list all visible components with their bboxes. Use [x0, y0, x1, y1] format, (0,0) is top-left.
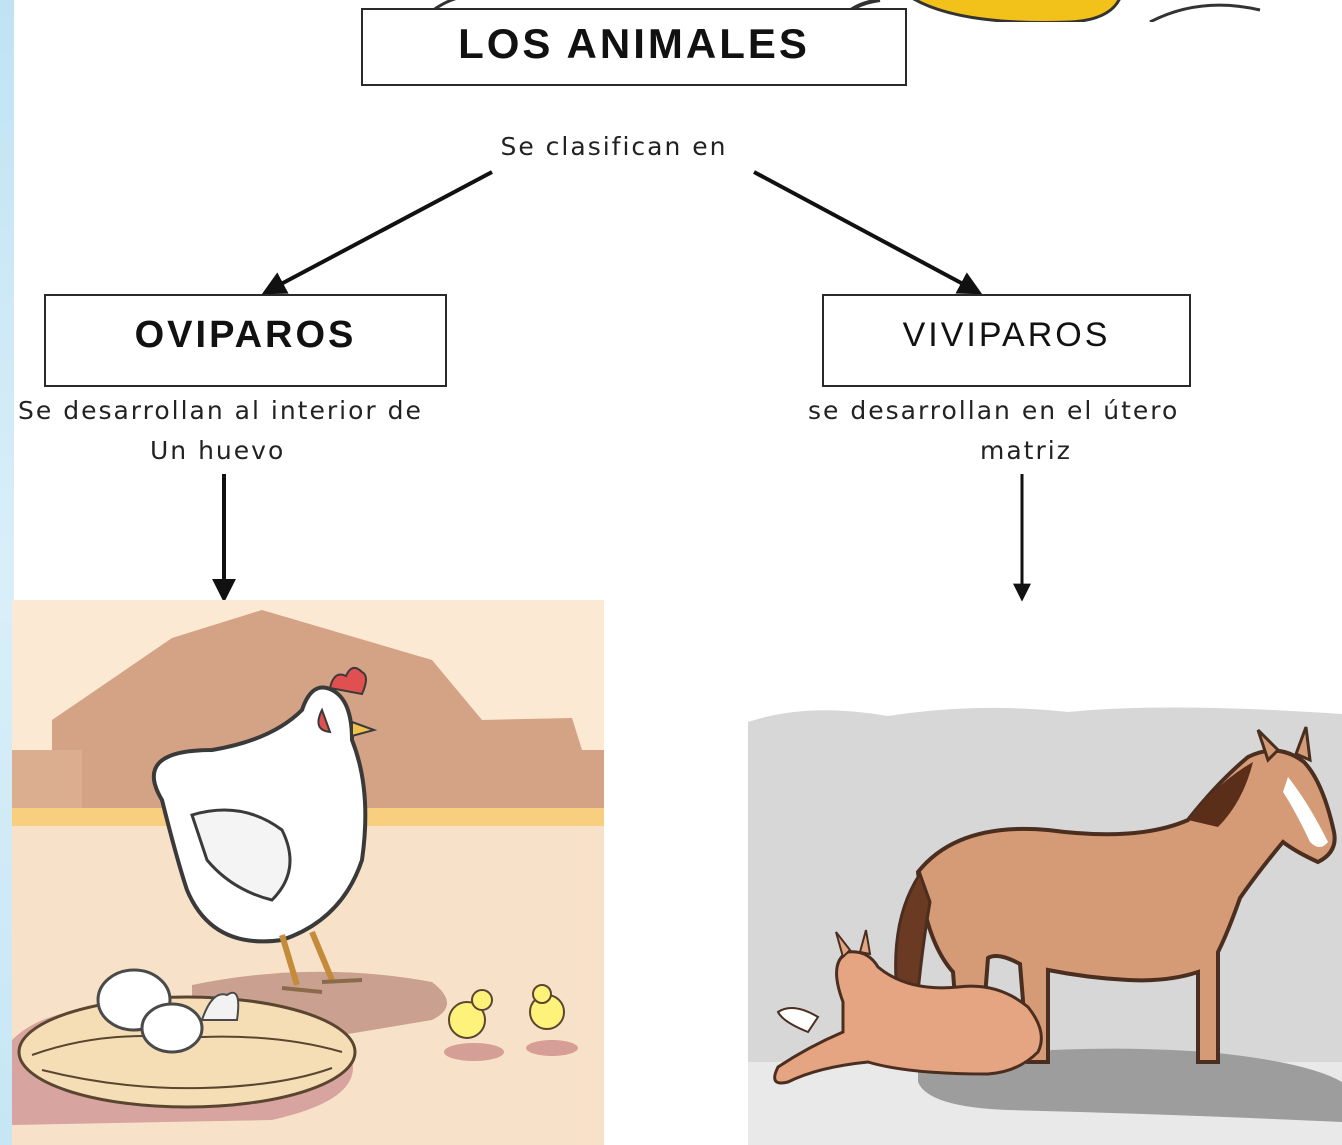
left-decorative-strip — [0, 0, 14, 1145]
connector-label: Se clasifican en — [500, 132, 728, 161]
oviparos-description-line1: Se desarrollan al interior de — [18, 396, 423, 425]
horse-illustration — [748, 707, 1342, 1145]
top-decoration — [418, 0, 1261, 22]
viviparos-description-line1: se desarrollan en el útero — [808, 396, 1180, 425]
hen-illustration — [12, 600, 604, 1145]
arrow-to-oviparos — [261, 170, 493, 295]
oviparos-box: OVIPAROS — [44, 294, 447, 387]
viviparos-description-line2: matriz — [980, 436, 1072, 465]
oviparos-description-line2: Un huevo — [150, 436, 286, 465]
viviparos-title: VIVIPAROS — [902, 316, 1111, 354]
oviparos-title: OVIPAROS — [134, 314, 357, 356]
page-title: LOS ANIMALES — [458, 20, 810, 67]
viviparos-box: VIVIPAROS — [822, 294, 1191, 387]
title-box: LOS ANIMALES — [361, 8, 907, 86]
arrow-to-viviparos — [753, 170, 983, 295]
